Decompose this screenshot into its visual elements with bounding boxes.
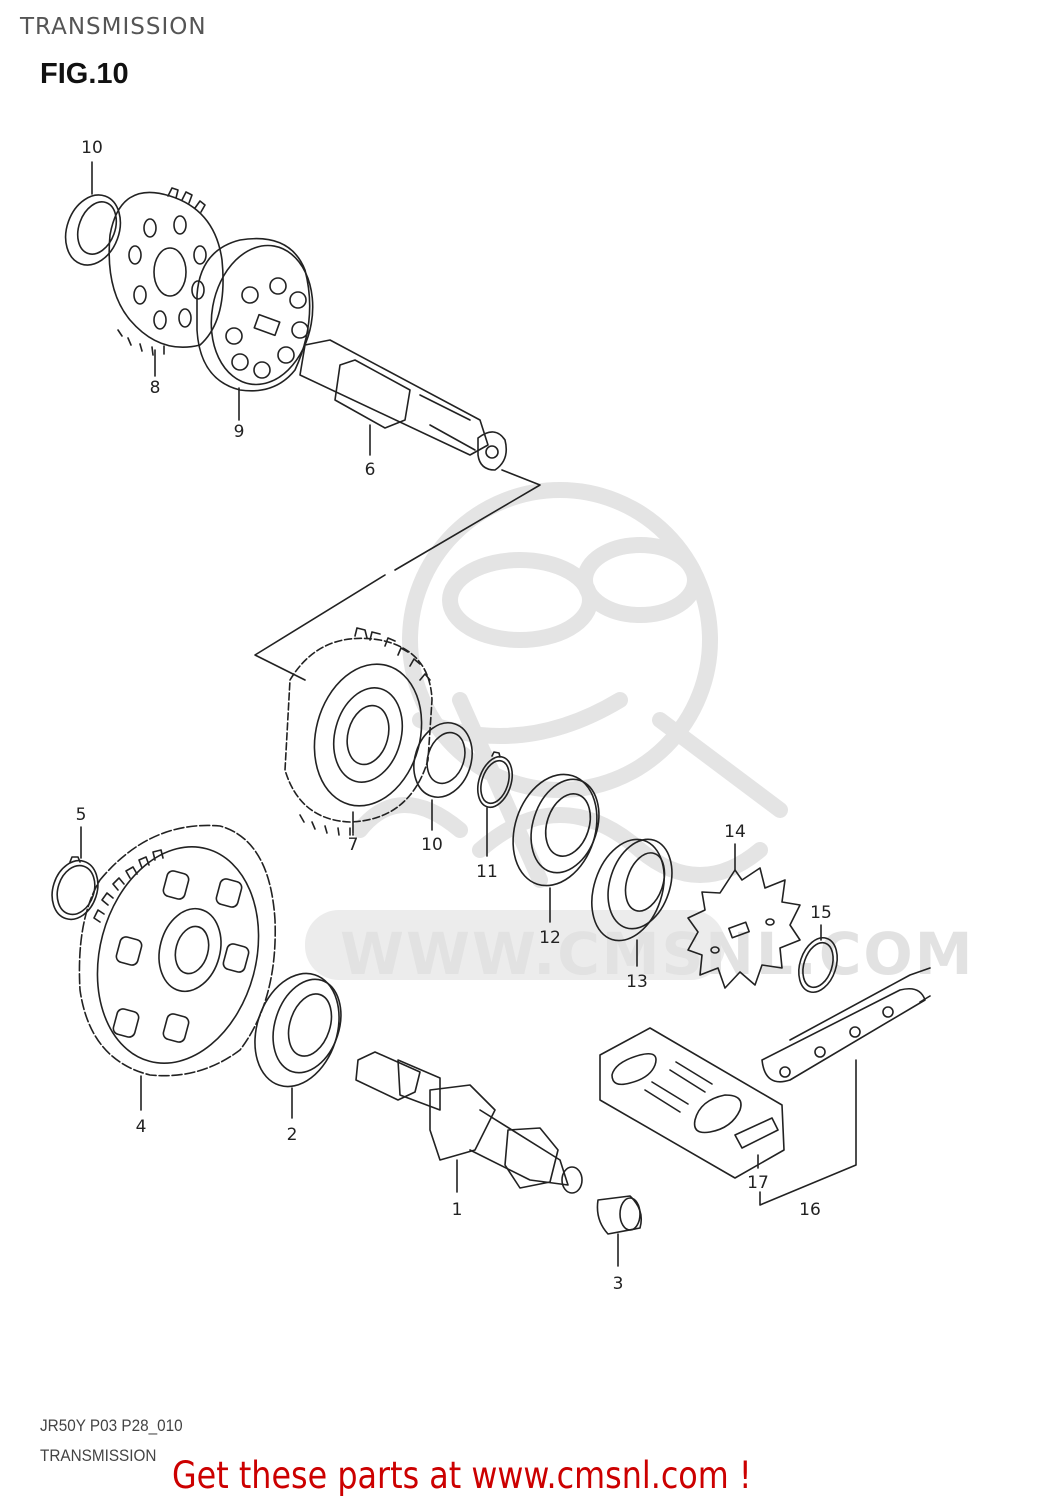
watermark-text: WWW.CMSNL.COM bbox=[340, 920, 975, 988]
circlip-11 bbox=[476, 751, 514, 857]
callout-2[interactable]: 2 bbox=[286, 1125, 298, 1145]
driven-gear bbox=[284, 627, 433, 836]
diagram-code: JR50Y P03 P28_010 bbox=[40, 1416, 183, 1435]
engine-sprocket bbox=[687, 843, 801, 989]
secondary-shaft bbox=[355, 1051, 583, 1194]
final-driven-gear bbox=[78, 824, 277, 1111]
callout-10-lower[interactable]: 10 bbox=[421, 835, 443, 855]
callout-10[interactable]: 10 bbox=[81, 138, 103, 158]
callout-12[interactable]: 12 bbox=[539, 928, 561, 948]
callout-17[interactable]: 17 bbox=[747, 1173, 769, 1193]
callout-14[interactable]: 14 bbox=[724, 822, 746, 842]
callout-8[interactable]: 8 bbox=[149, 378, 161, 398]
callout-3[interactable]: 3 bbox=[612, 1274, 624, 1294]
bearing-12 bbox=[512, 773, 600, 923]
callout-5[interactable]: 5 bbox=[75, 805, 87, 825]
callout-16[interactable]: 16 bbox=[799, 1200, 821, 1220]
oil-seal-13 bbox=[591, 838, 673, 967]
callout-15[interactable]: 15 bbox=[810, 903, 832, 923]
drive-shaft bbox=[254, 339, 541, 681]
thrust-washer-top bbox=[64, 161, 122, 266]
promo-link[interactable]: Get these parts at www.cmsnl.com ! bbox=[172, 1454, 752, 1497]
thrust-washer-mid bbox=[413, 722, 473, 831]
callout-4[interactable]: 4 bbox=[135, 1117, 147, 1137]
gear-dog-plate bbox=[108, 187, 224, 377]
callout-13[interactable]: 13 bbox=[626, 972, 648, 992]
diagram-name: TRANSMISSION bbox=[40, 1446, 157, 1465]
spacer-3 bbox=[596, 1195, 643, 1267]
figure-label: FIG.10 bbox=[40, 58, 129, 90]
callout-6[interactable]: 6 bbox=[364, 460, 376, 480]
circlip-5 bbox=[51, 826, 99, 921]
circlip-15 bbox=[798, 924, 838, 994]
callout-1[interactable]: 1 bbox=[451, 1200, 463, 1220]
section-title: TRANSMISSION bbox=[20, 14, 207, 40]
callout-7[interactable]: 7 bbox=[347, 835, 359, 855]
bearing-2 bbox=[254, 972, 342, 1119]
callout-9[interactable]: 9 bbox=[233, 422, 245, 442]
one-way-clutch bbox=[196, 237, 314, 421]
chain-joint-kit bbox=[599, 1027, 785, 1179]
drive-chain bbox=[759, 967, 931, 1206]
callout-11[interactable]: 11 bbox=[476, 862, 498, 882]
